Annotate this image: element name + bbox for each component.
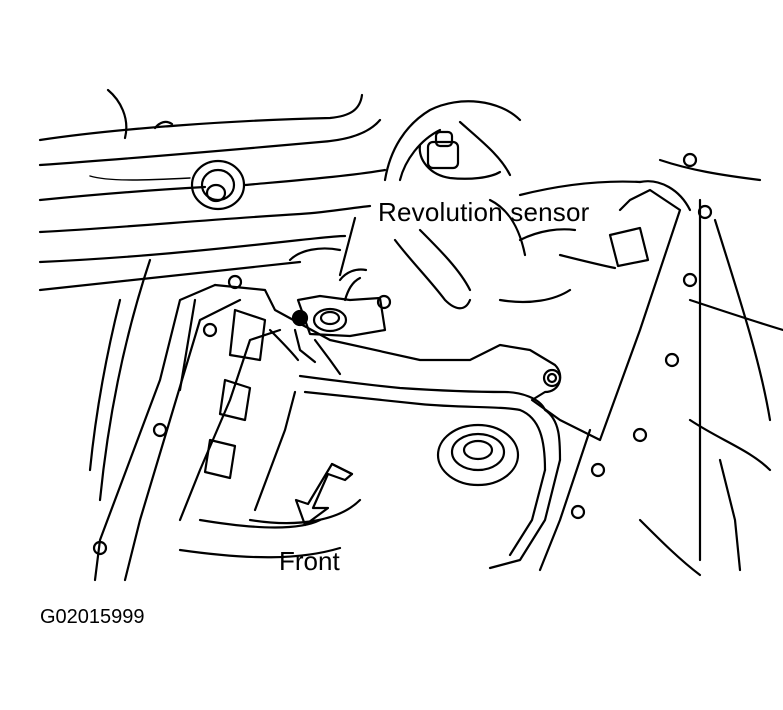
revolution-sensor-label: Revolution sensor	[378, 197, 590, 227]
revolution-sensor	[288, 247, 392, 376]
upper-bracket	[383, 100, 522, 310]
revolution-sensor-leader-line	[338, 216, 357, 277]
transmission-case-left	[88, 258, 362, 525]
oil-pan-flange	[92, 188, 682, 582]
cross-member	[38, 88, 387, 292]
frame-bolt	[190, 159, 246, 211]
figure-code: G02015999	[40, 606, 145, 628]
front-direction-arrow	[294, 462, 354, 527]
transmission-case-right	[488, 152, 783, 577]
drain-plug	[436, 423, 520, 487]
front-label: Front	[279, 546, 340, 576]
